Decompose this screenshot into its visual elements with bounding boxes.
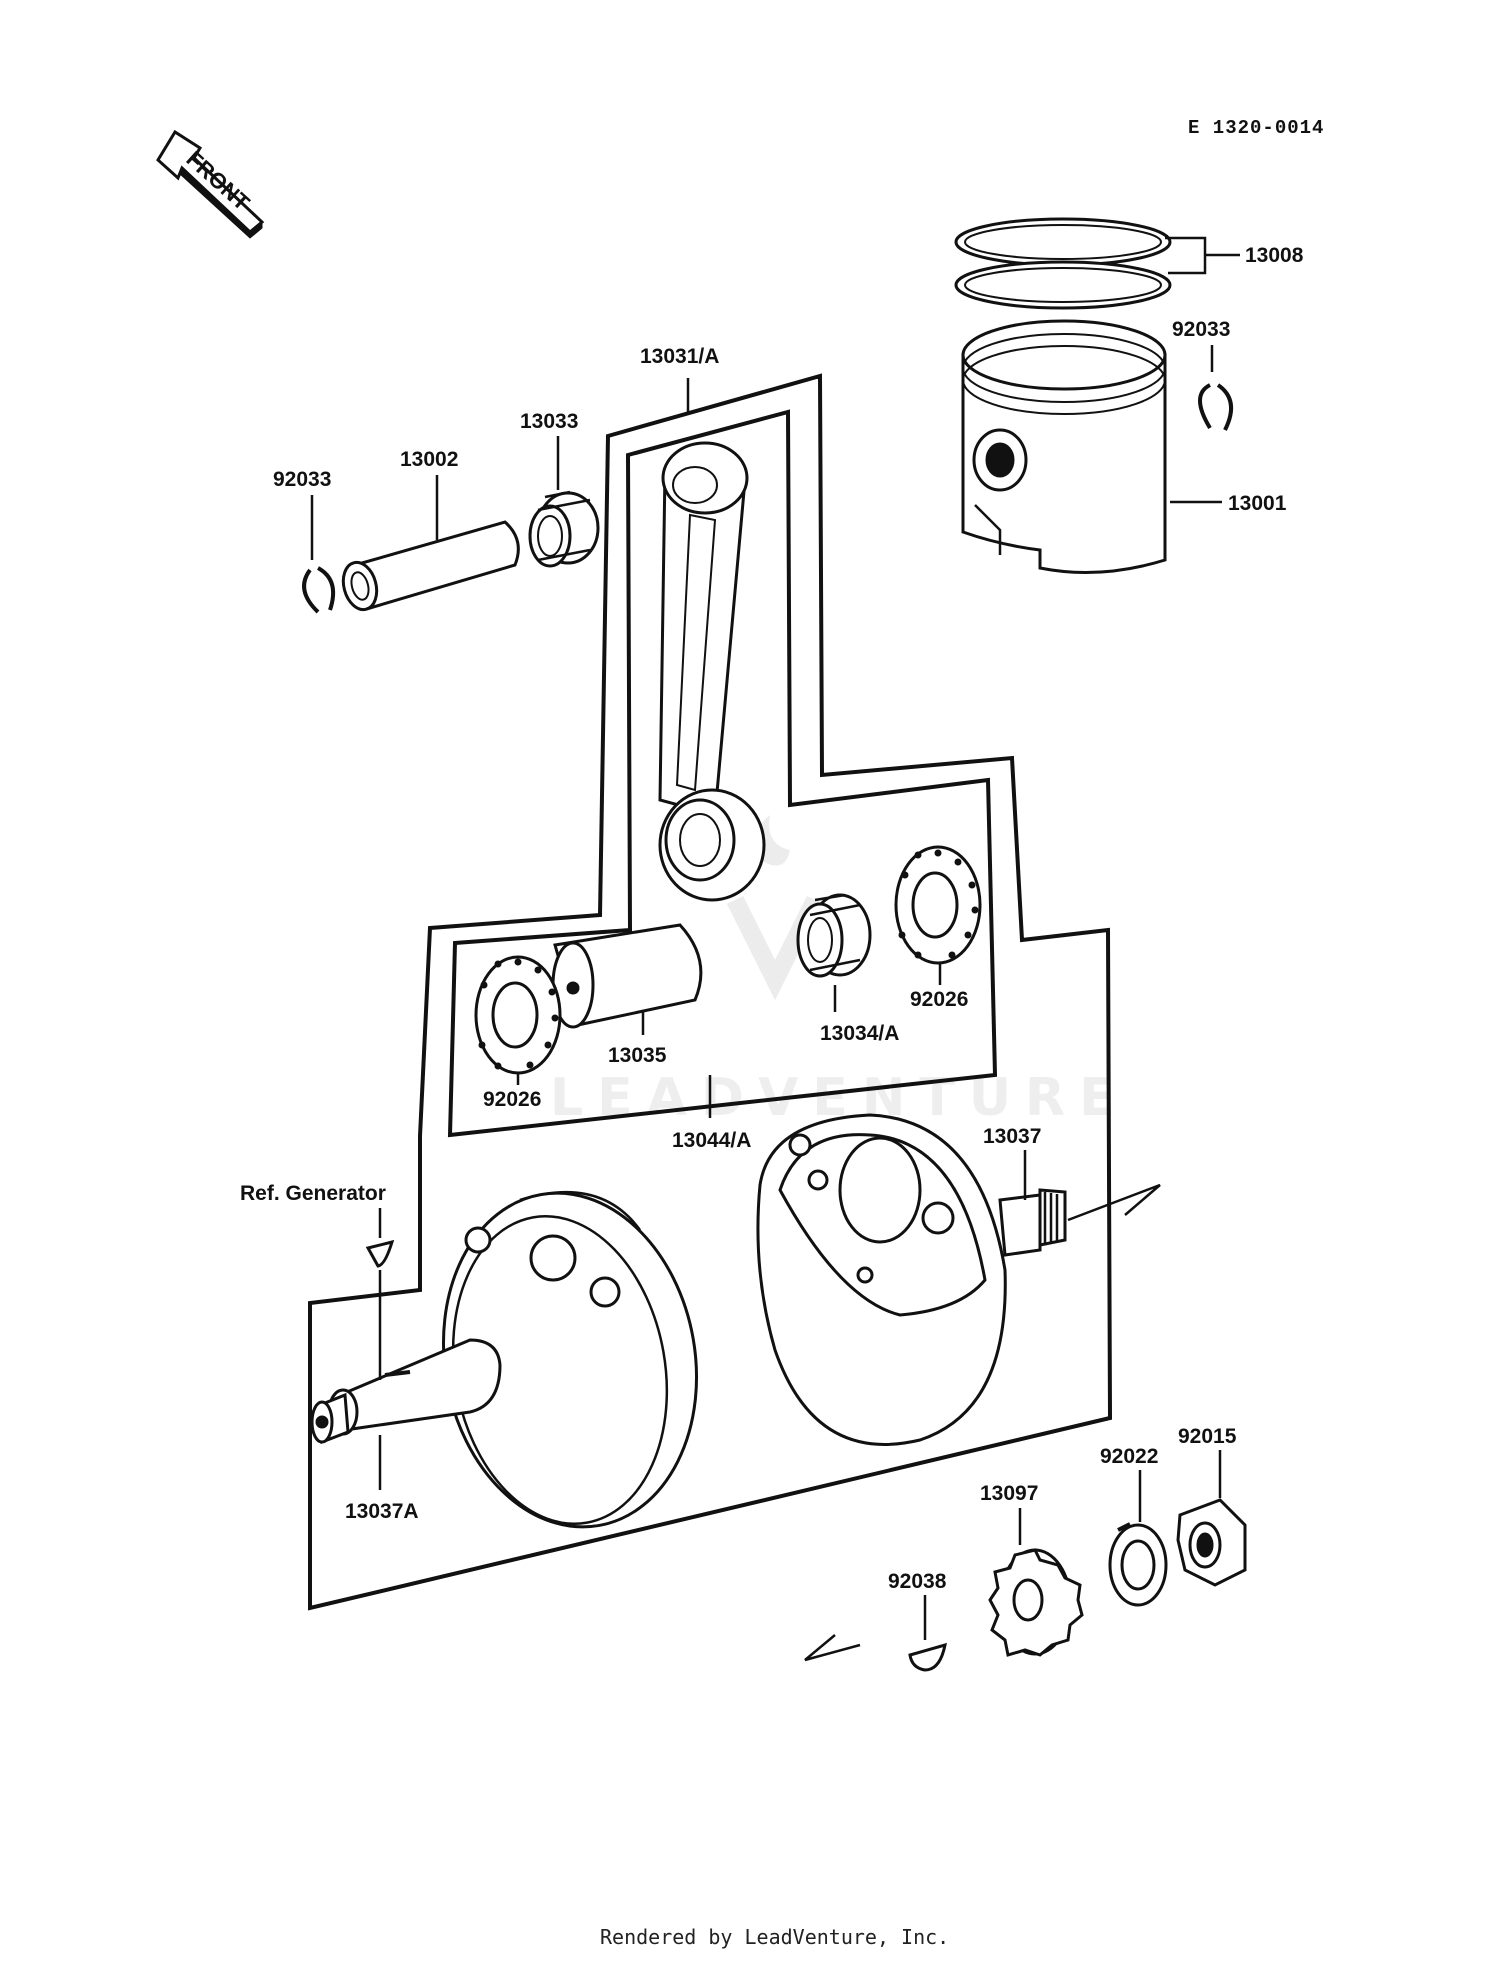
diagram-code: E 1320-0014: [1188, 117, 1324, 139]
woodruff-key-generator: [365, 1239, 395, 1268]
circlip-right: [1198, 383, 1234, 431]
label-ref-generator: Ref. Generator: [240, 1182, 386, 1205]
label-92038: 92038: [888, 1570, 947, 1593]
piston-pin: [341, 520, 520, 612]
connecting-rod: [658, 441, 766, 902]
label-92015: 92015: [1178, 1425, 1237, 1448]
thrust-washer-right: [894, 845, 982, 965]
lock-washer: [1108, 1522, 1168, 1607]
crankshaft-left-half: [310, 1190, 699, 1529]
thrust-washer-left: [474, 955, 562, 1075]
circlip-left: [302, 566, 335, 614]
label-13037: 13037: [983, 1125, 1041, 1148]
label-92033-right: 92033: [1172, 318, 1230, 341]
assembly-outline-conrod: [447, 409, 998, 1138]
hex-nut: [1176, 1498, 1247, 1587]
piston: [961, 319, 1167, 574]
piston-rings: [954, 217, 1172, 310]
watermark-text: LEADVENTURE: [550, 1068, 1129, 1128]
assembly-outline-13031a: [308, 373, 1113, 1611]
label-13044a: 13044/A: [672, 1129, 751, 1152]
label-92033-left: 92033: [273, 468, 331, 491]
crank-pin: [551, 923, 703, 1029]
woodruff-key: [908, 1642, 947, 1672]
footer-credit: Rendered by LeadVenture, Inc.: [600, 1925, 949, 1949]
needle-bearing-small: [528, 490, 600, 568]
crankshaft-right-half: [756, 1113, 1067, 1446]
front-arrow-icon: FRONT: [156, 129, 265, 239]
label-13002: 13002: [400, 448, 458, 471]
label-92022: 92022: [1100, 1445, 1158, 1468]
needle-bearing-big: [796, 893, 872, 978]
label-13001: 13001: [1228, 492, 1287, 515]
crankshaft-sprocket: [988, 1548, 1084, 1657]
label-92026-left: 92026: [483, 1088, 541, 1111]
label-13008: 13008: [1245, 244, 1304, 267]
label-13097: 13097: [980, 1482, 1038, 1505]
label-13031a: 13031/A: [640, 345, 719, 368]
label-13037a: 13037A: [345, 1500, 419, 1523]
label-13035: 13035: [608, 1044, 667, 1067]
label-13033: 13033: [520, 410, 578, 433]
label-92026-right: 92026: [910, 988, 968, 1011]
label-13034a: 13034/A: [820, 1022, 899, 1045]
